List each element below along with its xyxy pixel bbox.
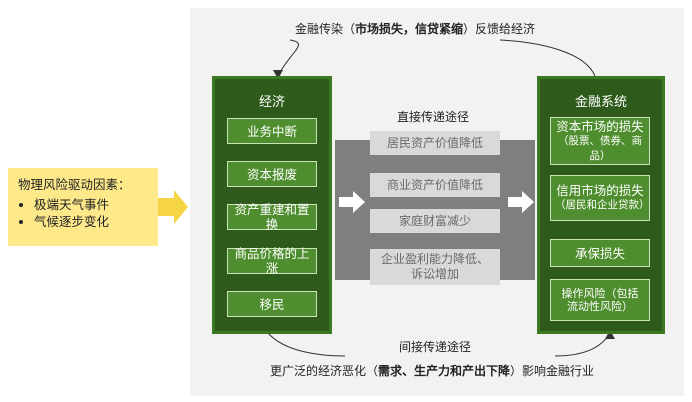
band-left-arrow-icon <box>339 191 365 213</box>
bottom-impact-prefix: 更广泛的经济恶化（ <box>270 364 379 378</box>
finance-item: 操作风险（包括流动性风险） <box>550 279 650 321</box>
finance-title: 金融系统 <box>574 95 627 110</box>
driver-title: 物理风险驱动因素： <box>18 177 131 192</box>
top-feedback-prefix: 金融传染（ <box>295 22 356 36</box>
top-arc-left <box>277 39 299 77</box>
bottom-arrow-head <box>605 330 615 339</box>
band-right-arrow-icon <box>508 191 534 213</box>
driver-item: 极端天气事件 <box>34 196 148 213</box>
finance-item-sub: （股票、债券、商品） <box>558 134 642 162</box>
finance-column: 金融系统 资本市场的损失 （股票、债券、商品） 信用市场的损失 （居民和企业贷款… <box>537 76 665 334</box>
bottom-impact-bold: 需求、生产力和产出下降 <box>378 364 511 378</box>
direct-channel-item: 居民资产价值降低 <box>370 131 500 155</box>
bottom-impact-suffix: ）影响金融行业 <box>510 364 595 378</box>
finance-item-sub: （居民和企业贷款） <box>555 199 650 211</box>
finance-item: 信用市场的损失 （居民和企业贷款） <box>550 175 650 221</box>
finance-item: 承保损失 <box>550 239 650 267</box>
driver-box: 物理风险驱动因素： 极端天气事件 气候逐步变化 <box>8 168 158 246</box>
finance-item-main: 资本市场的损失 <box>556 118 644 134</box>
bottom-arc-right <box>554 332 611 357</box>
finance-item-main: 信用市场的损失 <box>556 183 644 198</box>
finance-item: 资本市场的损失 （股票、债券、商品） <box>550 117 650 165</box>
direct-channel-item: 商业资产价值降低 <box>370 173 500 197</box>
top-feedback-label: 金融传染（市场损失，信贷紧缩）反馈给经济 <box>295 20 535 37</box>
economy-item: 移民 <box>227 291 317 317</box>
economy-item: 业务中断 <box>227 118 317 144</box>
top-arrow-head <box>273 70 283 79</box>
bottom-impact-label: 更广泛的经济恶化（需求、生产力和产出下降）影响金融行业 <box>270 362 594 379</box>
economy-item: 商品价格的上涨 <box>227 246 317 276</box>
direct-channel-title: 直接传递途径 <box>397 110 470 124</box>
economy-item: 资产重建和置换 <box>227 202 317 232</box>
top-arc-right <box>499 39 596 77</box>
direct-channel-item: 企业盈利能力降低、诉讼增加 <box>370 249 500 285</box>
indirect-channel-title: 间接传递途径 <box>399 340 472 354</box>
economy-item: 资本报废 <box>227 161 317 187</box>
top-feedback-bold: 市场损失，信贷紧缩 <box>355 22 464 36</box>
driver-item: 气候逐步变化 <box>34 213 148 230</box>
driver-arrow-icon <box>158 190 188 224</box>
bottom-arc-left <box>267 332 346 357</box>
direct-channel-item: 家庭财富减少 <box>370 209 500 233</box>
economy-title: 经济 <box>258 95 285 110</box>
top-feedback-suffix: ）反馈给经济 <box>463 22 536 36</box>
driver-list: 极端天气事件 气候逐步变化 <box>18 196 148 230</box>
economy-column: 经济 业务中断 资本报废 资产重建和置换 商品价格的上涨 移民 <box>212 76 332 334</box>
